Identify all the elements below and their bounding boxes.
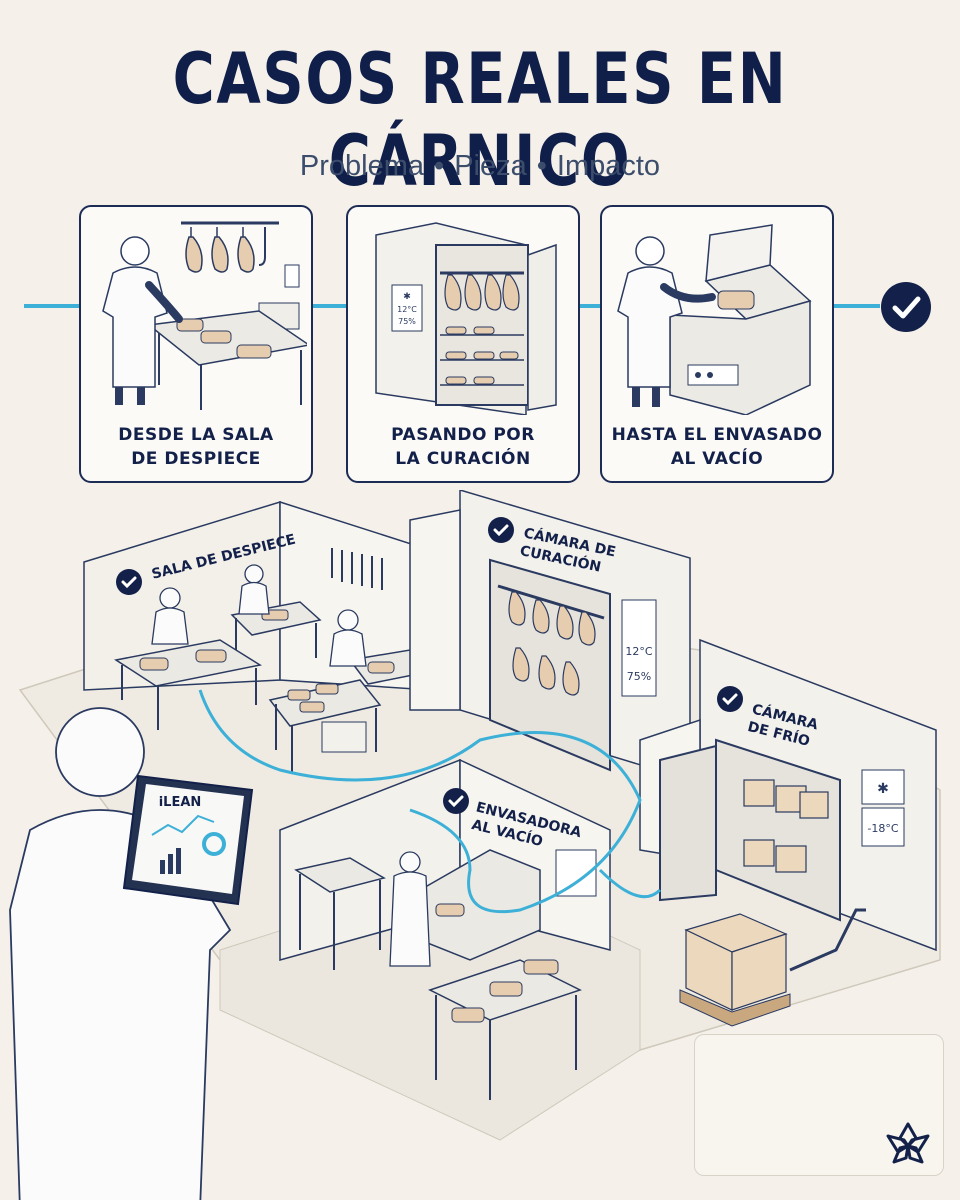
svg-text:75%: 75% [627,670,651,683]
butcher-worker-icon [102,221,307,410]
curing-chamber-icon: ✱ 12°C 75% [375,222,557,415]
svg-text:12°C: 12°C [625,645,652,658]
subtitle-separator: • [536,150,547,182]
subtitle: Problema • Pieza • Impacto [0,150,960,183]
factory-floor-illustration: 12°C 75% ✱ -18°C [9,490,941,1200]
check-circle-icon [881,282,931,332]
check-icon [443,788,469,814]
check-icon [116,569,142,595]
subtitle-item-pieza: Pieza [454,150,527,182]
svg-text:-18°C: -18°C [867,822,898,835]
process-flow-line [198,689,642,914]
vacuum-sealer-icon [617,224,812,415]
empty-panel [694,1034,944,1176]
card-curacion: ✱ 12°C 75% PASANDO POR LA CURACIÓN [346,205,580,483]
page-title: CASOS REALES EN CÁRNICO [172,38,788,202]
flower-logo-icon [880,1118,936,1178]
svg-text:75%: 75% [398,317,416,326]
check-icon [488,517,514,543]
card-label: HASTA EL ENVASADO AL VACÍO [611,425,823,469]
subtitle-item-problema: Problema [299,150,425,182]
card-label: DESDE LA SALA DE DESPIECE [118,425,274,469]
svg-text:iLEAN: iLEAN [159,795,202,810]
card-label: PASANDO POR LA CURACIÓN [391,425,535,469]
svg-text:✱: ✱ [403,292,411,302]
svg-text:12°C: 12°C [397,305,417,314]
card-despiece: DESDE LA SALA DE DESPIECE [79,205,313,483]
tablet-device: iLEAN [122,774,254,906]
card-envasado: HASTA EL ENVASADO AL VACÍO [600,205,834,483]
subtitle-separator: • [434,150,445,182]
check-icon [717,686,743,712]
svg-text:✱: ✱ [877,781,889,797]
subtitle-item-impacto: Impacto [556,150,661,182]
